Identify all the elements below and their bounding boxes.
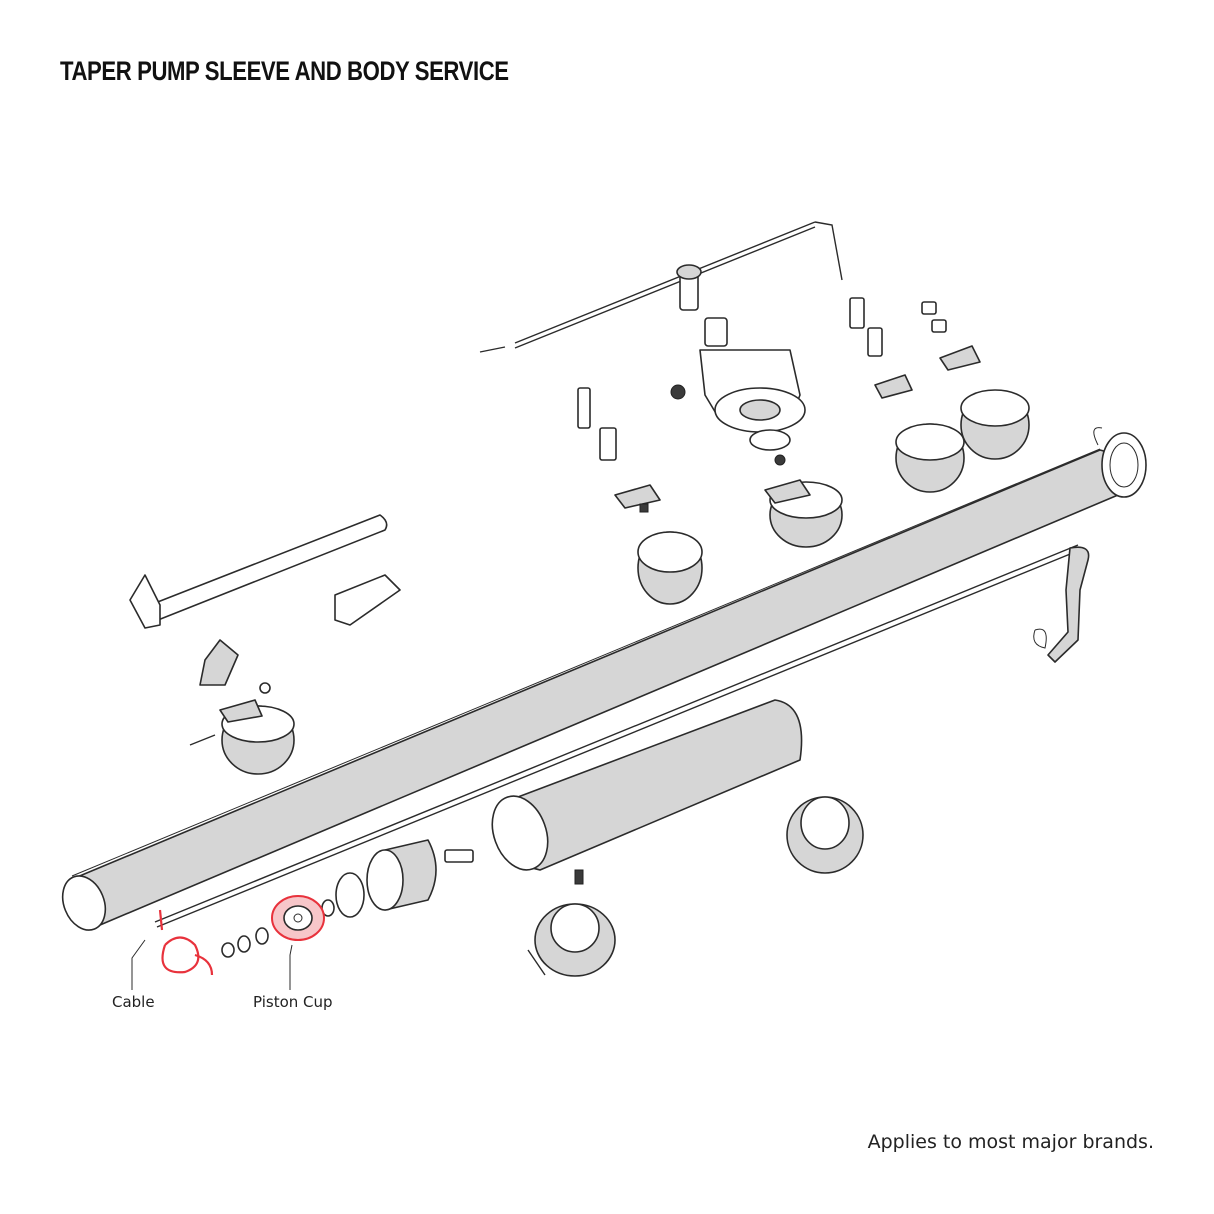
clamp-band-3	[874, 374, 965, 493]
pump-head-assembly	[670, 264, 806, 466]
piston-cup-highlight	[271, 895, 325, 990]
handle-lever	[1033, 546, 1090, 663]
piston-nuts	[221, 927, 269, 958]
coupling-ring-front	[527, 869, 616, 977]
main-pump-body-tube	[61, 427, 1147, 931]
clamp-band-2	[764, 479, 843, 548]
piston-body	[321, 839, 474, 918]
brand-applicability-note: Applies to most major brands.	[867, 1131, 1154, 1153]
piston-cup-callout-label: Piston Cup	[253, 993, 333, 1011]
cable-highlight	[131, 909, 214, 990]
top-t-handle-rod	[479, 221, 843, 353]
clamp-band-4	[939, 345, 1030, 460]
cable-callout-label: Cable	[112, 993, 155, 1011]
coupling-ring-back	[786, 796, 864, 874]
pump-rod	[154, 544, 1081, 928]
diagram-title: TAPER PUMP SLEEVE AND BODY SERVICE	[60, 56, 509, 86]
foot-rod	[129, 514, 401, 686]
clamp-band-left	[189, 682, 295, 775]
small-fasteners	[577, 297, 947, 461]
clamp-band-1	[614, 484, 703, 605]
barrel-sleeve	[491, 699, 803, 871]
